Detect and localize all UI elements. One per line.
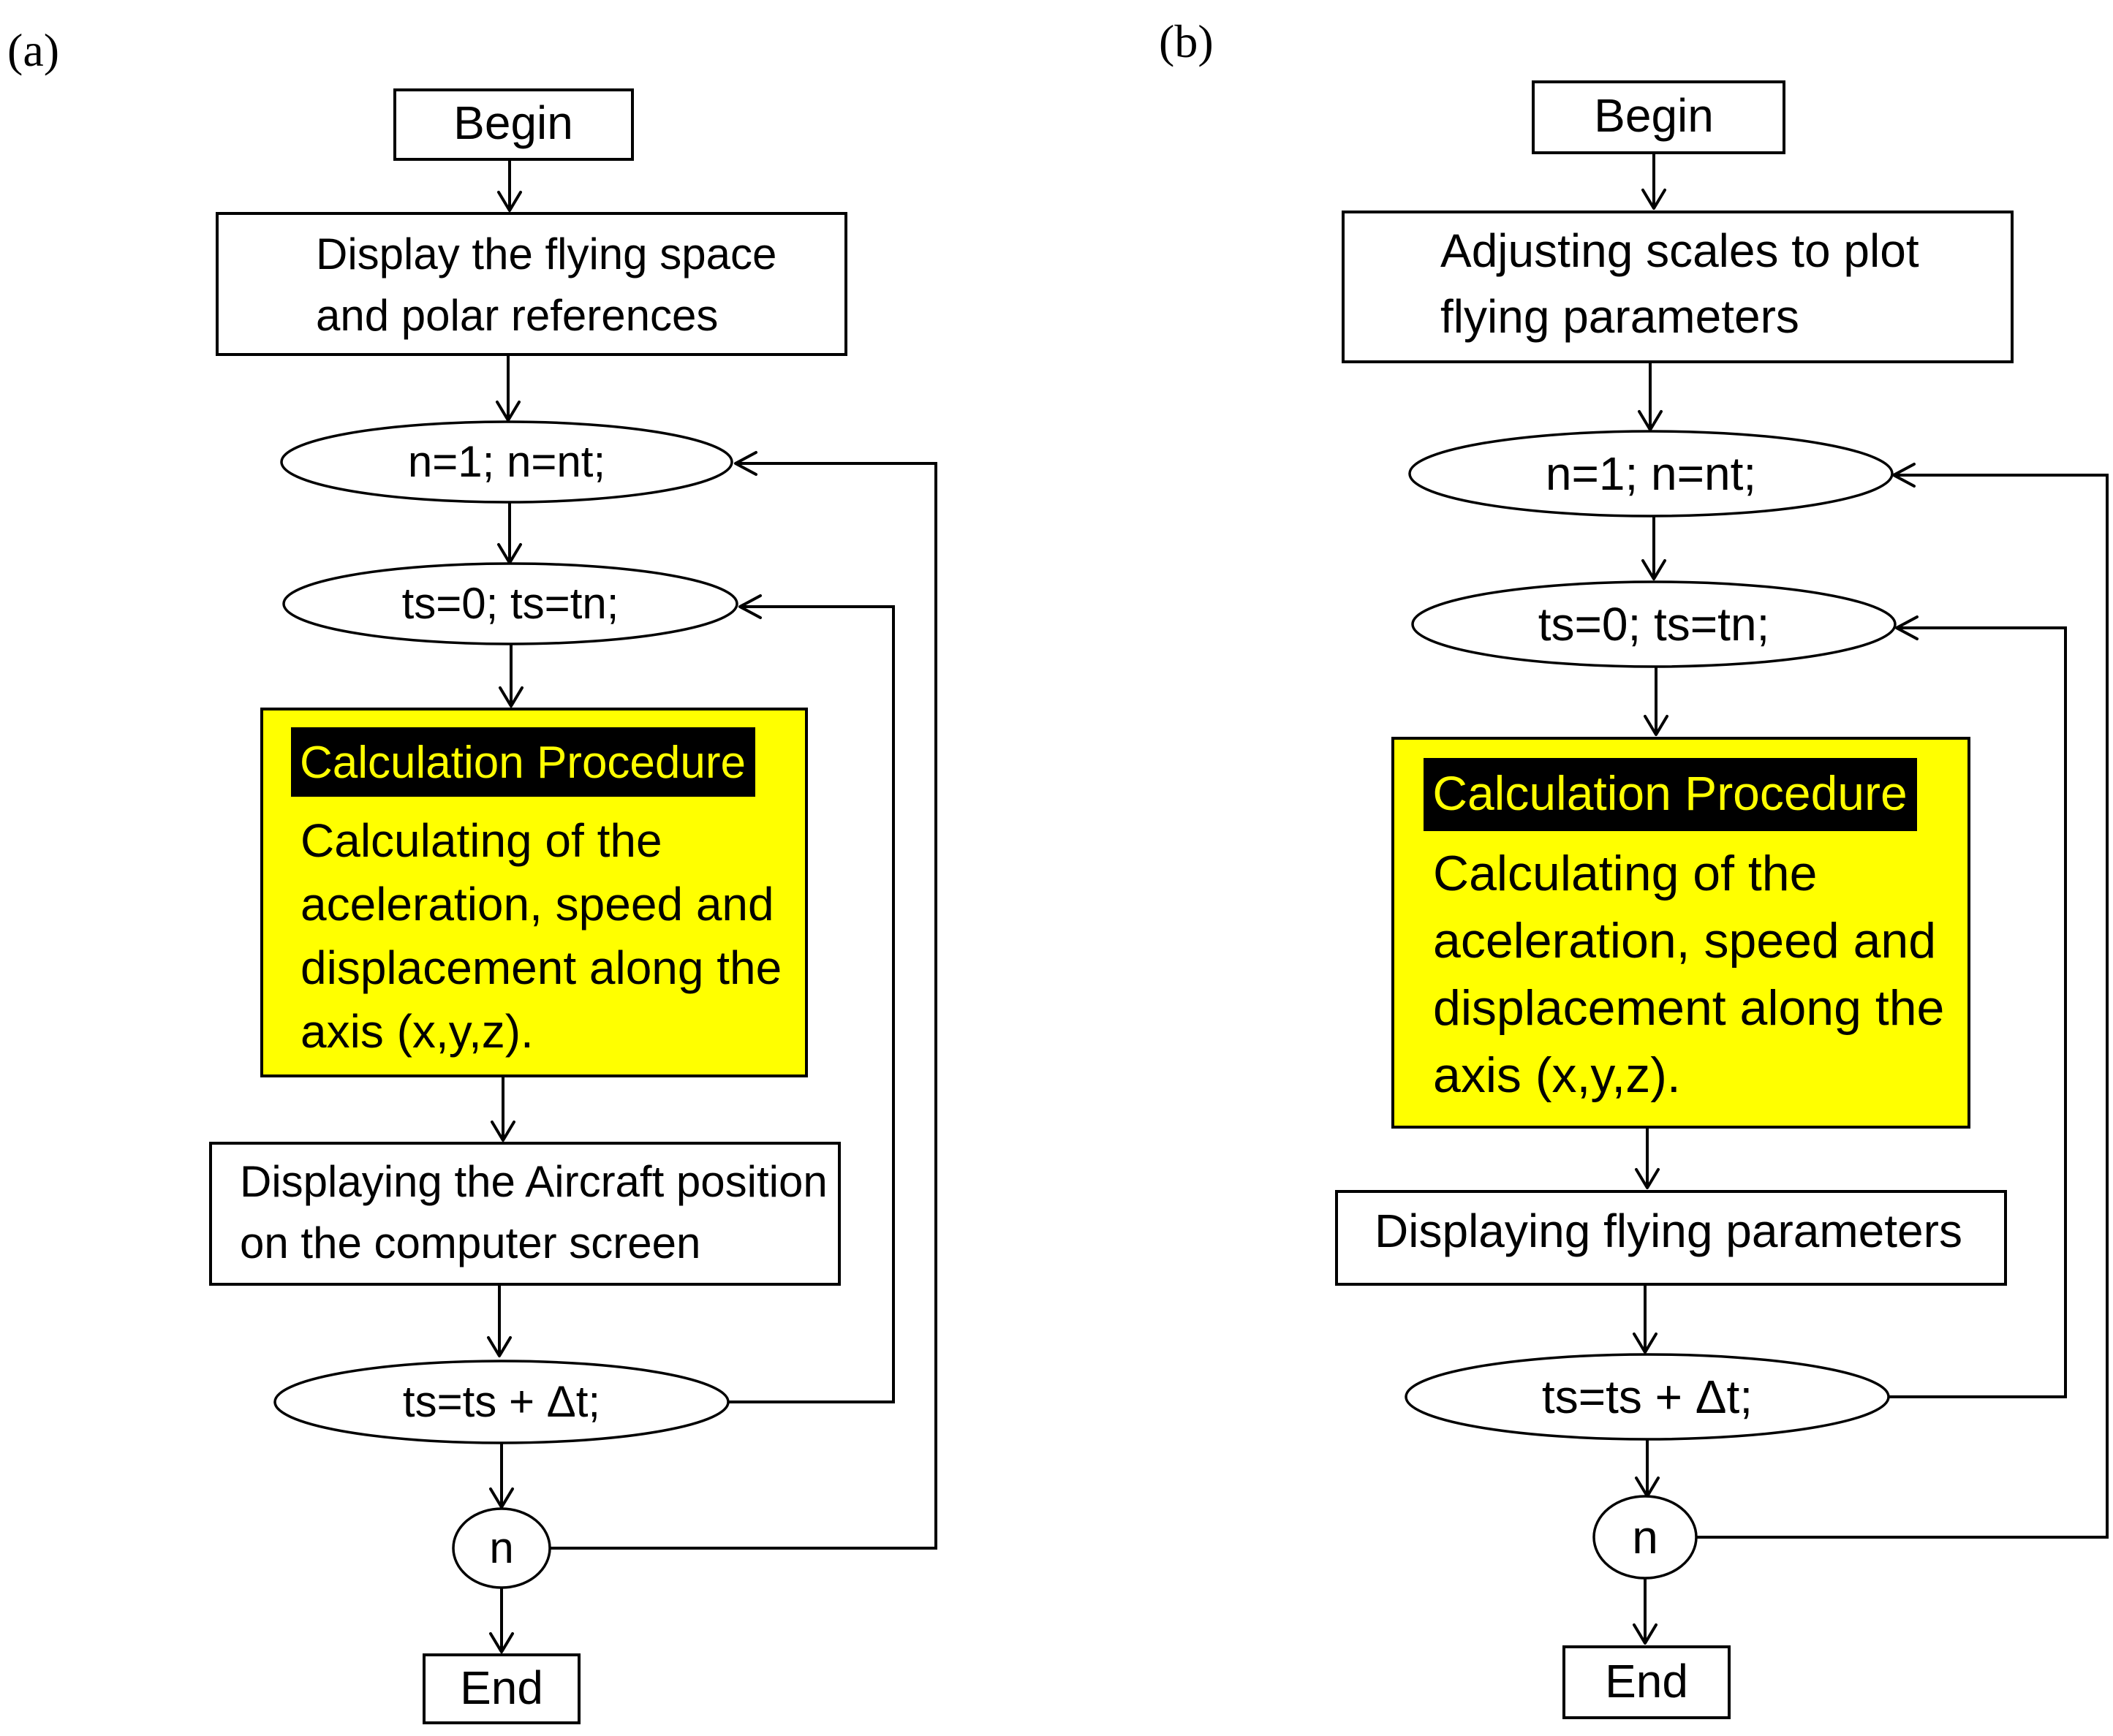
panel-a-inner-loop-connector bbox=[728, 605, 895, 1403]
panel-b-calc-header-bg bbox=[1424, 758, 1917, 831]
panel-a-step2-line2: on the computer screen bbox=[240, 1218, 700, 1267]
panel-b-step2-line1: Displaying flying parameters bbox=[1375, 1205, 1962, 1257]
panel-b-end-text: End bbox=[1605, 1655, 1688, 1707]
panel-a-step1-line2: and polar references bbox=[316, 291, 718, 340]
panel-a-begin-text: Begin bbox=[453, 96, 573, 149]
panel-b-check-text: n bbox=[1632, 1511, 1658, 1563]
panel-a-loop-n-text: n=1; n=nt; bbox=[408, 437, 605, 486]
panel-a-step1-line1: Display the flying space bbox=[316, 230, 776, 278]
panel-a-outer-loop-connector bbox=[550, 462, 937, 1550]
panel-a-loop-n-ellipse bbox=[280, 420, 733, 504]
panel-a-end-box bbox=[423, 1653, 581, 1724]
panel-b-inner-loop-connector bbox=[1889, 626, 2067, 1398]
panel-b: (b) Begin Adjusting scales to plot flyin… bbox=[1159, 15, 2109, 1719]
panel-b-outer-loop-connector bbox=[1696, 474, 2109, 1539]
panel-b-calc-line3: displacement along the bbox=[1433, 980, 1944, 1036]
panel-b-loop-ts-ellipse bbox=[1411, 580, 1897, 668]
panel-b-calc-line2: aceleration, speed and bbox=[1433, 913, 1936, 969]
panel-b-calc-header: Calculation Procedure bbox=[1432, 766, 1907, 820]
panel-a-end-text: End bbox=[460, 1661, 543, 1714]
panel-b-end-box bbox=[1562, 1645, 1731, 1719]
panel-a-calc-header-bg bbox=[291, 727, 755, 797]
panel-a-calc-header: Calculation Procedure bbox=[300, 738, 746, 788]
panel-a-calc-line2: aceleration, speed and bbox=[300, 878, 774, 930]
panel-b-begin-text: Begin bbox=[1594, 89, 1714, 142]
panel-a: (a) Begin Display the flying space and p… bbox=[7, 24, 937, 1724]
panel-b-begin-box bbox=[1532, 80, 1785, 154]
panel-a-step1-box bbox=[216, 212, 847, 356]
panel-a-calc-line1: Calculating of the bbox=[300, 814, 662, 867]
panel-b-label: (b) bbox=[1159, 15, 1214, 67]
panel-b-increment-text: ts=ts + Δt; bbox=[1542, 1371, 1753, 1423]
panel-b-loop-ts-text: ts=0; ts=tn; bbox=[1538, 598, 1770, 651]
panel-a-increment-text: ts=ts + Δt; bbox=[403, 1377, 600, 1426]
panel-a-step2-line1: Displaying the Aircraft position bbox=[240, 1157, 828, 1206]
panel-b-step2-box bbox=[1335, 1190, 2007, 1286]
panel-b-calc-line4: axis (x,y,z). bbox=[1433, 1047, 1681, 1103]
panel-a-calc-line4: axis (x,y,z). bbox=[300, 1005, 534, 1058]
panel-a-loop-ts-text: ts=0; ts=tn; bbox=[402, 579, 619, 628]
panel-a-check-text: n bbox=[489, 1523, 513, 1572]
panel-b-calc-line1: Calculating of the bbox=[1433, 846, 1817, 901]
panel-a-calc-line3: displacement along the bbox=[300, 941, 782, 994]
panel-b-loop-n-text: n=1; n=nt; bbox=[1546, 447, 1756, 500]
panel-a-label: (a) bbox=[7, 24, 59, 76]
panel-a-step2-box bbox=[209, 1142, 841, 1286]
panel-b-step1-line1: Adjusting scales to plot bbox=[1440, 224, 1919, 277]
panel-b-loop-n-ellipse bbox=[1408, 430, 1894, 518]
panel-b-step1-line2: flying parameters bbox=[1440, 290, 1799, 343]
panel-b-step1-box bbox=[1342, 211, 2014, 363]
panel-a-begin-box bbox=[393, 88, 634, 161]
